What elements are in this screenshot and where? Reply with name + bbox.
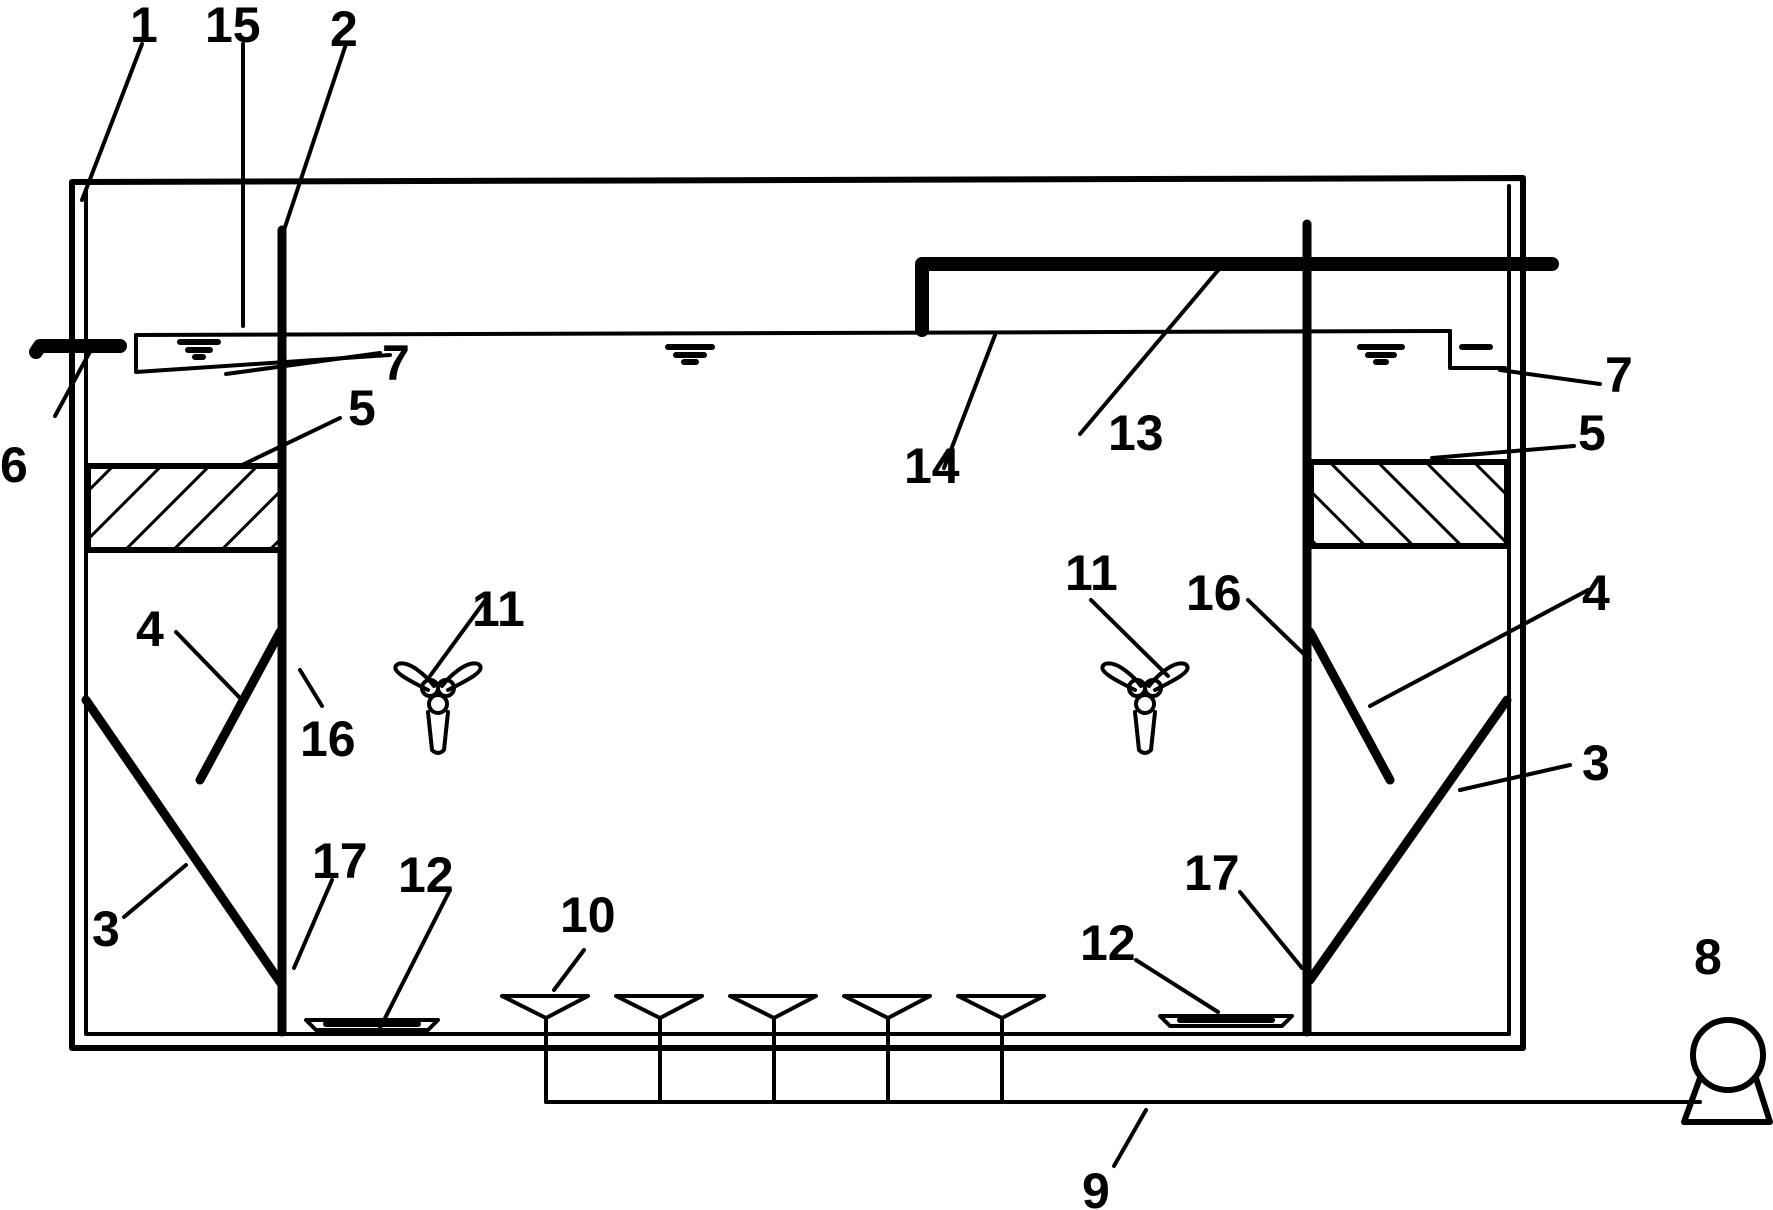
label-17-left: 17	[312, 833, 368, 889]
label-6: 6	[0, 437, 28, 493]
label-2: 2	[330, 1, 358, 57]
left-sludge-tray	[304, 1018, 440, 1032]
label-17-right: 17	[1184, 845, 1240, 901]
label-3-left: 3	[92, 901, 120, 957]
label-16-right: 16	[1186, 565, 1242, 621]
right-aerator-propeller	[1100, 661, 1190, 755]
label-1: 1	[130, 0, 158, 53]
label-13: 13	[1108, 405, 1164, 461]
label-8: 8	[1694, 929, 1722, 985]
label-10: 10	[560, 887, 616, 943]
right-filter-media	[1308, 459, 1510, 549]
left-hopper-wall	[81, 695, 285, 987]
left-inclined-plate	[195, 627, 285, 785]
label-3-right: 3	[1582, 735, 1610, 791]
aeration-diffusers	[500, 994, 1046, 1104]
label-11-left: 11	[472, 581, 525, 637]
water-surface-line	[134, 329, 1452, 337]
air-blower	[1681, 1017, 1773, 1125]
label-12-left: 12	[398, 847, 454, 903]
right-hopper-wall	[1305, 695, 1512, 985]
label-9: 9	[1082, 1163, 1110, 1210]
label-7-left: 7	[382, 335, 410, 391]
label-15: 15	[205, 0, 261, 53]
label-7-right: 7	[1605, 347, 1633, 403]
label-11-right: 11	[1065, 545, 1118, 601]
label-5-left: 5	[348, 380, 376, 436]
label-5-right: 5	[1578, 405, 1606, 461]
inlet-pipe	[29, 339, 127, 359]
right-overflow-trough-box	[1448, 329, 1507, 370]
label-16-left: 16	[300, 711, 356, 767]
label-4-right: 4	[1582, 565, 1610, 621]
left-overflow-trough-box	[134, 333, 392, 374]
left-filter-media	[85, 463, 285, 553]
right-sludge-tray	[1158, 1014, 1294, 1028]
right-inclined-plate	[1305, 627, 1395, 785]
left-aerator-propeller	[393, 661, 483, 755]
outlet-pipe	[915, 257, 1559, 337]
label-12-right: 12	[1080, 915, 1136, 971]
part-labels: 1 15 2 6 7 5 14 13 7 5 11 11 16 16 4 4 3…	[0, 0, 1722, 1210]
label-14: 14	[904, 438, 960, 494]
leader-lines	[53, 42, 1602, 1168]
label-4-left: 4	[136, 601, 164, 657]
